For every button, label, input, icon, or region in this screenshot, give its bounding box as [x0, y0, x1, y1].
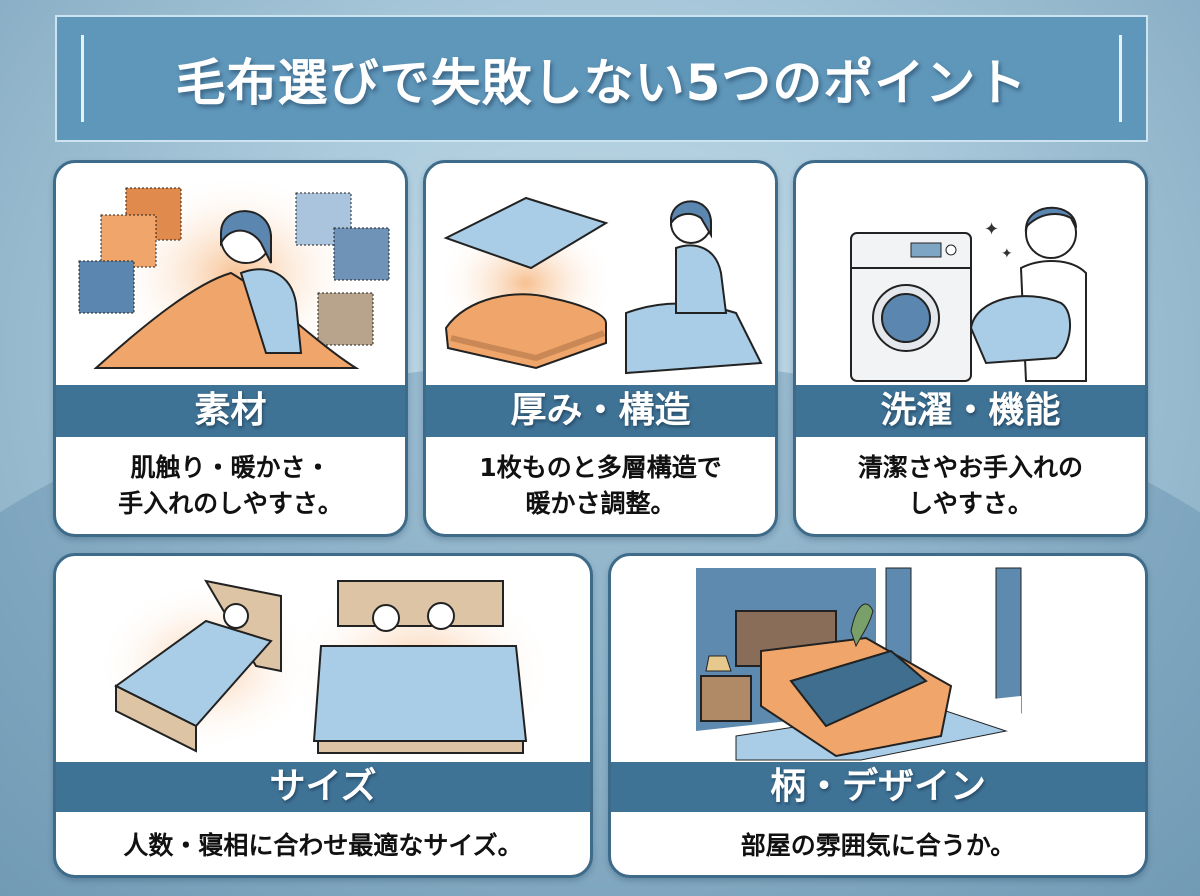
washing-machine-illustration: ✦ ✦ [796, 163, 1145, 385]
svg-text:✦: ✦ [1001, 246, 1013, 262]
banner-left-rule [81, 35, 84, 122]
page-title: 毛布選びで失敗しない5つのポイント [175, 53, 1028, 112]
point-card-size: サイズ 人数・寝相に合わせ最適なサイズ。 [53, 553, 593, 878]
point-description: 清潔さやお手入れの しやすさ。 [857, 452, 1083, 518]
point-description: 部屋の雰囲気に合うか。 [740, 830, 1016, 860]
point-label: 洗濯・機能 [796, 385, 1145, 437]
point-card-design: 柄・デザイン 部屋の雰囲気に合うか。 [608, 553, 1148, 878]
point-label: サイズ [56, 762, 590, 812]
blanket-layers-illustration [426, 163, 775, 385]
point-label: 厚み・構造 [426, 385, 775, 437]
title-banner: 毛布選びで失敗しない5つのポイント [55, 15, 1148, 142]
fabric-swatches-illustration [56, 163, 405, 385]
banner-right-rule [1119, 35, 1122, 122]
point-description: 肌触り・暖かさ・ 手入れのしやすさ。 [118, 452, 343, 518]
point-card-washing: ✦ ✦ 洗濯・機能 清潔さやお手入れの しやすさ。 [793, 160, 1148, 537]
point-label: 素材 [56, 385, 405, 437]
point-card-thickness: 厚み・構造 1枚ものと多層構造で 暖かさ調整。 [423, 160, 778, 537]
point-label: 柄・デザイン [611, 762, 1145, 812]
point-description: 人数・寝相に合わせ最適なサイズ。 [123, 830, 523, 860]
beds-size-illustration [56, 556, 590, 762]
point-description: 1枚ものと多層構造で 暖かさ調整。 [479, 452, 722, 518]
bedroom-design-illustration [611, 556, 1145, 762]
point-card-material: 素材 肌触り・暖かさ・ 手入れのしやすさ。 [53, 160, 408, 537]
svg-text:✦: ✦ [984, 219, 999, 240]
